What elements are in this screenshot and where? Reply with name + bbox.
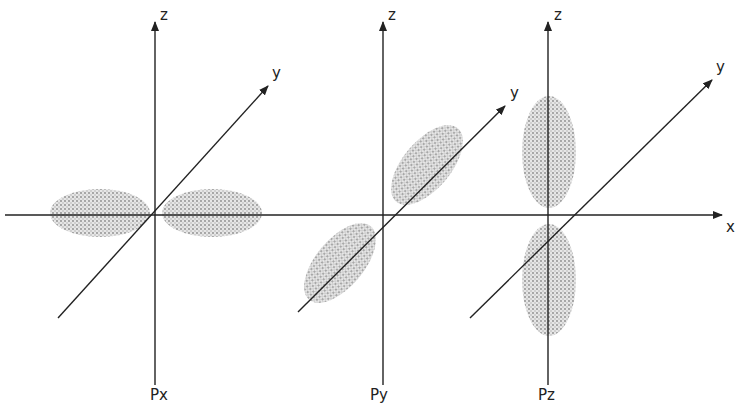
orbital-lobes <box>50 96 576 336</box>
axis-label: z <box>554 8 562 23</box>
axis-label: y <box>510 86 519 101</box>
orbital-label: Px <box>150 388 168 403</box>
orbital-label: Pz <box>538 388 555 403</box>
axis-label: x <box>726 220 735 235</box>
axis-label: y <box>716 60 725 75</box>
axis-label: z <box>160 8 168 23</box>
axes <box>5 22 722 385</box>
axis-label: y <box>272 66 281 81</box>
orbital-label: Py <box>370 388 388 403</box>
axis-label: z <box>388 8 396 23</box>
